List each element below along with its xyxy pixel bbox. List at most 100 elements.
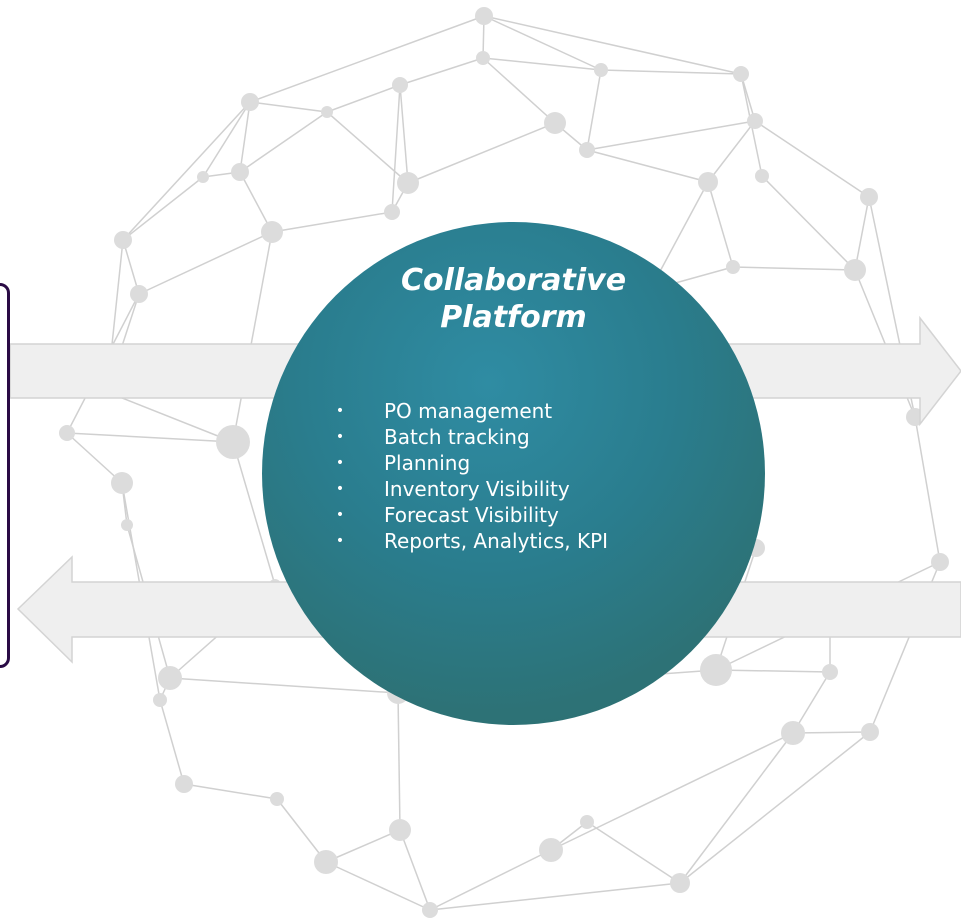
network-link — [326, 84, 401, 113]
network-link — [482, 57, 556, 124]
network-lines — [66, 15, 941, 911]
network-link — [183, 783, 278, 800]
network-link — [249, 15, 485, 103]
network-link — [715, 669, 831, 673]
network-link — [249, 101, 328, 113]
hub-title-line-2: Platform — [440, 300, 587, 335]
feature-item: •Planning — [334, 450, 608, 476]
network-node — [397, 172, 419, 194]
network-node — [544, 112, 566, 134]
platform-hub-circle — [262, 222, 765, 725]
bullet-icon: • — [335, 533, 345, 549]
network-node — [114, 231, 132, 249]
network-node — [475, 7, 493, 25]
network-node — [261, 221, 283, 243]
network-link — [586, 821, 681, 884]
network-link — [138, 231, 273, 295]
network-link — [399, 84, 409, 184]
left-panel-frame — [0, 283, 10, 668]
network-node — [197, 171, 209, 183]
network-node — [822, 664, 838, 680]
network-node — [670, 873, 690, 893]
network-link — [239, 101, 251, 173]
network-node — [844, 259, 866, 281]
network-link — [122, 176, 204, 241]
network-link — [586, 149, 709, 183]
network-link — [397, 692, 401, 831]
network-link — [586, 69, 602, 151]
network-link — [232, 231, 273, 443]
network-link — [159, 699, 185, 785]
bullet-icon: • — [335, 481, 345, 497]
network-link — [679, 732, 794, 884]
network-link — [66, 432, 234, 443]
network-node — [59, 425, 75, 441]
network-link — [325, 861, 431, 911]
network-link — [483, 15, 742, 75]
network-link — [429, 849, 552, 911]
feature-item: • PO management — [334, 398, 608, 424]
network-link — [482, 57, 602, 71]
network-node — [241, 93, 259, 111]
hub-title-line-1: Collaborative — [400, 263, 627, 298]
bullet-icon: • — [335, 403, 345, 419]
network-link — [122, 239, 140, 295]
network-link — [914, 416, 941, 563]
network-node — [539, 838, 563, 862]
network-node — [781, 721, 805, 745]
network-link — [792, 731, 871, 734]
network-node — [111, 472, 133, 494]
feature-item: • Forecast Visibility — [334, 502, 608, 528]
network-node — [580, 815, 594, 829]
network-link — [483, 15, 602, 71]
network-link — [391, 84, 401, 213]
network-node — [422, 902, 438, 918]
network-node — [861, 723, 879, 741]
network-node — [931, 553, 949, 571]
network-node — [733, 66, 749, 82]
network-node — [860, 188, 878, 206]
feature-label: Forecast Visibility — [384, 503, 559, 527]
network-link — [66, 432, 123, 484]
network-link — [429, 882, 681, 911]
network-link — [399, 57, 484, 86]
network-link — [276, 798, 327, 863]
network-node — [747, 113, 763, 129]
feature-item: •Batch tracking — [334, 424, 608, 450]
hub-title: Collaborative Platform — [262, 262, 765, 336]
network-link — [707, 181, 734, 268]
feature-item: •Reports, Analytics, KPI — [334, 528, 608, 554]
network-link — [106, 391, 234, 443]
feature-label: PO management — [384, 399, 553, 423]
bullet-icon: • — [335, 455, 345, 471]
network-link — [239, 171, 273, 233]
network-nodes — [59, 7, 949, 918]
network-node — [755, 169, 769, 183]
network-node — [476, 51, 490, 65]
bullet-icon: • — [335, 507, 345, 523]
network-link — [761, 175, 856, 271]
network-node — [216, 425, 250, 459]
network-link — [239, 111, 328, 173]
network-node — [130, 285, 148, 303]
network-node — [231, 163, 249, 181]
network-link — [169, 677, 399, 694]
network-link — [754, 120, 870, 198]
network-link — [707, 120, 756, 183]
network-link — [232, 441, 276, 586]
network-link — [732, 266, 856, 271]
network-node — [153, 693, 167, 707]
network-node — [175, 775, 193, 793]
network-node — [392, 77, 408, 93]
network-link — [122, 101, 251, 241]
network-link — [202, 101, 251, 178]
network-node — [594, 63, 608, 77]
network-link — [586, 120, 756, 151]
network-link — [679, 731, 871, 884]
network-node — [700, 654, 732, 686]
network-link — [550, 732, 794, 851]
network-link — [600, 69, 742, 75]
feature-label: Inventory Visibility — [384, 477, 570, 501]
feature-label: Batch tracking — [384, 425, 530, 449]
network-node — [698, 172, 718, 192]
